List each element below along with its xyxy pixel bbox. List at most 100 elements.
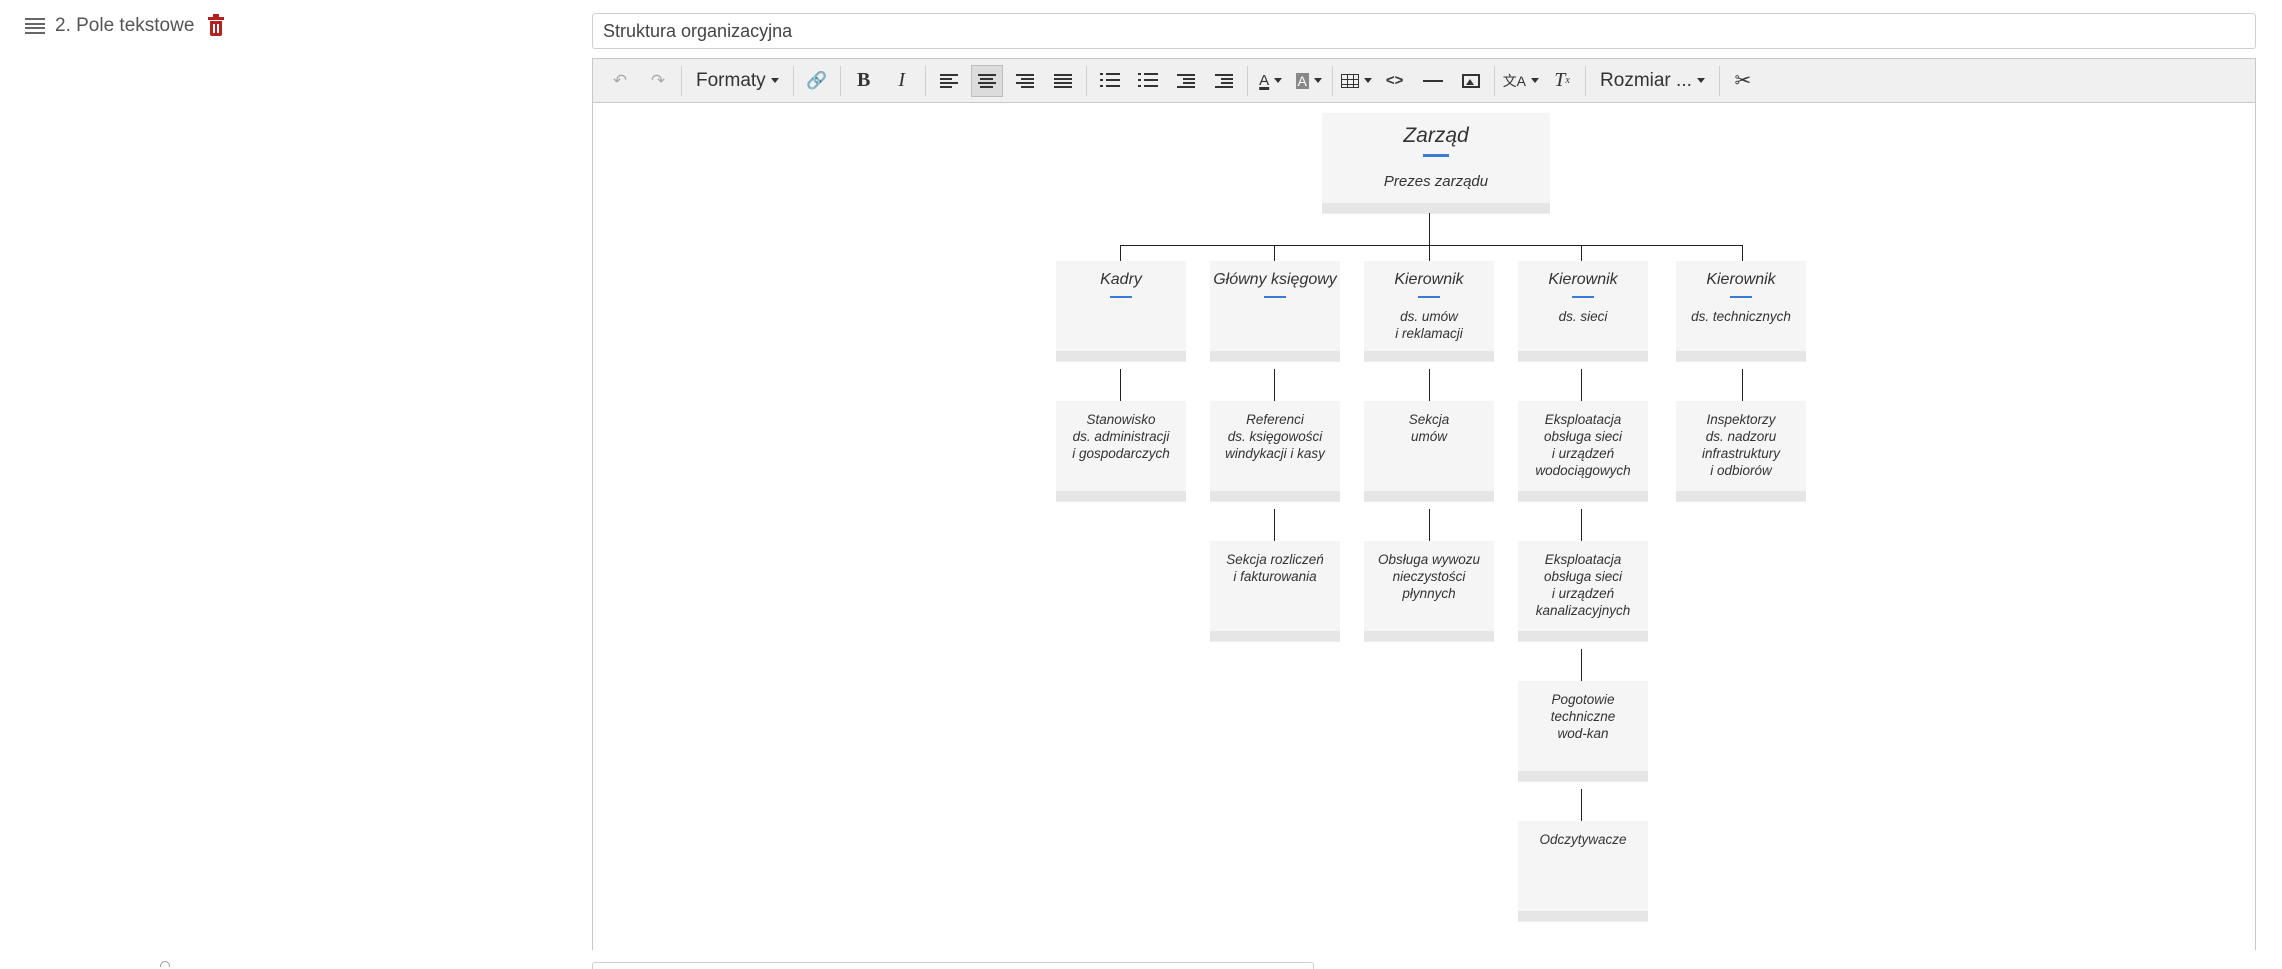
translate-icon[interactable]: 文A	[1502, 65, 1540, 97]
org-node-text: Inspektorzy ds. nadzoru infrastruktury i…	[1701, 412, 1781, 478]
org-node-unit: Stanowisko ds. administracji i gospodarc…	[1056, 401, 1186, 501]
toolbar-separator	[1493, 65, 1495, 96]
org-node-text: Odczytywacze	[1539, 832, 1627, 847]
indent-icon[interactable]	[1208, 65, 1240, 97]
font-size-dropdown[interactable]: Rozmiar ...	[1593, 65, 1712, 97]
org-node-head: Kierownik ds. umów i reklamacji	[1364, 261, 1494, 361]
org-node-unit: Pogotowie techniczne wod-kan	[1518, 681, 1648, 781]
connector-line	[1581, 509, 1582, 541]
org-node-text: Sekcja umów	[1408, 412, 1450, 444]
org-node-unit: Odczytywacze	[1518, 821, 1648, 921]
align-left-icon[interactable]	[933, 65, 965, 97]
connector-line	[1120, 245, 1121, 261]
org-node-unit: Eksploatacja obsługa sieci i urządzeń wo…	[1518, 401, 1648, 501]
toolbar-separator	[924, 65, 926, 96]
editor-content[interactable]: Zarząd Prezes zarządu Kadry Główny księg…	[593, 103, 2255, 950]
undo-icon[interactable]: ↶	[612, 70, 628, 90]
table-icon[interactable]	[1340, 65, 1373, 97]
org-node-root: Zarząd Prezes zarządu	[1322, 113, 1550, 213]
field-label-text: 2. Pole tekstowe	[55, 15, 195, 36]
toolbar-separator	[792, 65, 794, 96]
formats-label: Formaty	[696, 69, 766, 91]
link-icon[interactable]: 🔗	[806, 70, 828, 90]
scissors-icon[interactable]: ✂	[1734, 70, 1752, 92]
connector-line	[1581, 245, 1582, 261]
org-node-text: Eksploatacja obsługa sieci i urządzeń ka…	[1535, 552, 1631, 618]
outdent-icon[interactable]	[1170, 65, 1202, 97]
org-node-subtitle: ds. sieci	[1558, 309, 1608, 324]
title-underline	[1572, 296, 1594, 298]
caret-down-icon	[1696, 78, 1705, 83]
toolbar-separator	[1331, 65, 1333, 96]
org-node-text: Sekcja rozliczeń i fakturowania	[1226, 552, 1324, 584]
org-node-head: Kadry	[1056, 261, 1186, 361]
org-node-unit: Sekcja umów	[1364, 401, 1494, 501]
toolbar-separator	[1246, 65, 1248, 96]
text-color-icon[interactable]: A	[1255, 65, 1287, 97]
title-underline	[1264, 296, 1286, 298]
org-node-title: Kierownik	[1394, 271, 1464, 288]
image-icon[interactable]	[1455, 65, 1487, 97]
align-right-icon[interactable]	[1009, 65, 1041, 97]
org-node-title: Główny księgowy	[1213, 271, 1337, 288]
bold-icon[interactable]: B	[857, 69, 871, 91]
formats-dropdown[interactable]: Formaty	[689, 65, 786, 97]
org-node-head: Kierownik ds. sieci	[1518, 261, 1648, 361]
field-header: 2. Pole tekstowe	[25, 12, 225, 40]
connector-line	[1581, 649, 1582, 681]
connector-line	[1120, 369, 1121, 401]
connector-line	[1429, 245, 1430, 261]
org-node-head: Kierownik ds. technicznych	[1676, 261, 1806, 361]
org-node-unit: Sekcja rozliczeń i fakturowania	[1210, 541, 1340, 641]
numbered-list-icon[interactable]	[1132, 65, 1164, 97]
connector-line	[1742, 369, 1743, 401]
org-node-head: Główny księgowy	[1210, 261, 1340, 361]
bullet-list-icon[interactable]	[1094, 65, 1126, 97]
org-node-text: Obsługa wywozu nieczystości płynnych	[1377, 552, 1481, 601]
connector-line	[1429, 509, 1430, 541]
caret-down-icon	[770, 78, 779, 83]
background-color-icon[interactable]: A	[1293, 65, 1325, 97]
connector-line	[1274, 369, 1275, 401]
connector-line	[1429, 213, 1430, 245]
connector-line	[1581, 789, 1582, 821]
font-size-label: Rozmiar ...	[1600, 69, 1692, 91]
org-node-title: Kierownik	[1548, 271, 1618, 288]
horizontal-rule-icon[interactable]	[1417, 65, 1449, 97]
org-node-subtitle: Prezes zarządu	[1383, 173, 1489, 190]
connector-line	[1274, 509, 1275, 541]
connector-line	[1274, 245, 1275, 261]
org-node-text: Eksploatacja obsługa sieci i urządzeń wo…	[1535, 412, 1631, 478]
redo-icon[interactable]: ↷	[650, 70, 666, 90]
org-node-unit: Referenci ds. księgowości windykacji i k…	[1210, 401, 1340, 501]
next-field-icon	[160, 961, 170, 967]
italic-icon[interactable]: I	[898, 69, 906, 91]
org-node-unit: Eksploatacja obsługa sieci i urządzeń ka…	[1518, 541, 1648, 641]
org-node-subtitle: ds. technicznych	[1691, 309, 1791, 324]
drag-handle-icon[interactable]	[25, 18, 45, 34]
org-node-subtitle: ds. umów i reklamacji	[1395, 309, 1463, 341]
title-underline	[1418, 296, 1440, 298]
title-underline	[1423, 154, 1449, 157]
trash-icon[interactable]	[208, 14, 225, 36]
align-justify-icon[interactable]	[1047, 65, 1079, 97]
toolbar-separator	[1718, 65, 1720, 96]
field-title-input[interactable]	[592, 13, 2256, 49]
connector-line	[1120, 245, 1743, 246]
connector-line	[1742, 245, 1743, 261]
toolbar-separator	[1585, 65, 1587, 96]
org-node-text: Referenci ds. księgowości windykacji i k…	[1225, 412, 1325, 461]
org-node-unit: Inspektorzy ds. nadzoru infrastruktury i…	[1676, 401, 1806, 501]
org-node-text: Stanowisko ds. administracji i gospodarc…	[1072, 412, 1170, 461]
toolbar-separator	[681, 65, 682, 96]
toolbar-separator	[1085, 65, 1087, 96]
code-icon[interactable]: <>	[1385, 72, 1404, 89]
org-node-text: Pogotowie techniczne wod-kan	[1550, 692, 1616, 741]
org-node-unit: Obsługa wywozu nieczystości płynnych	[1364, 541, 1494, 641]
toolbar-separator	[839, 65, 841, 96]
align-center-icon[interactable]	[970, 64, 1003, 97]
connector-line	[1429, 369, 1430, 401]
